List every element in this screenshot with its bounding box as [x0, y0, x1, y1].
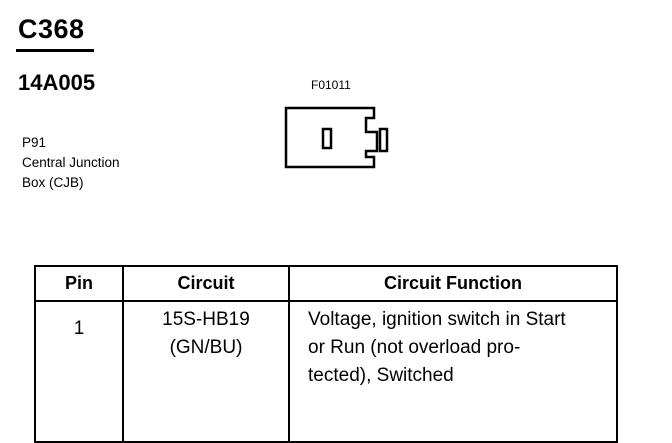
- table-row: 1 15S-HB19 (GN/BU) Voltage, ignition swi…: [34, 300, 618, 443]
- location-line: P91: [22, 135, 47, 150]
- location-line: Box (CJB): [22, 175, 84, 190]
- pin-cavity-1: [321, 127, 333, 150]
- part-number: 14A005: [18, 70, 96, 95]
- connector-housing: [284, 106, 379, 169]
- figure-id: F01011: [311, 78, 351, 92]
- latch-tab: [378, 127, 389, 153]
- circuit-cell: 15S-HB19 (GN/BU): [122, 300, 290, 443]
- pin-number: 1: [34, 300, 124, 443]
- connector-face-diagram: [284, 106, 389, 169]
- header-circuit-function: Circuit Function: [288, 265, 618, 302]
- circuit-function-cell: Voltage, ignition switch in Start or Run…: [288, 300, 618, 443]
- header-pin: Pin: [34, 265, 124, 302]
- pin-table: Pin Circuit Circuit Function 1 15S-HB19 …: [34, 265, 618, 443]
- title-underline: [16, 49, 94, 52]
- circuit-line: 15S-HB19: [162, 309, 250, 330]
- table-header-row: Pin Circuit Circuit Function: [34, 265, 618, 302]
- function-line: or Run (not overload pro-: [308, 337, 521, 358]
- location-line: Central Junction: [22, 155, 120, 170]
- header-circuit: Circuit: [122, 265, 290, 302]
- function-line: Voltage, ignition switch in Start: [308, 309, 566, 330]
- function-line: tected), Switched: [308, 365, 454, 386]
- connector-location: P91 Central Junction Box (CJB): [22, 133, 120, 193]
- circuit-line: (GN/BU): [169, 337, 243, 358]
- connector-title: C368: [18, 14, 85, 44]
